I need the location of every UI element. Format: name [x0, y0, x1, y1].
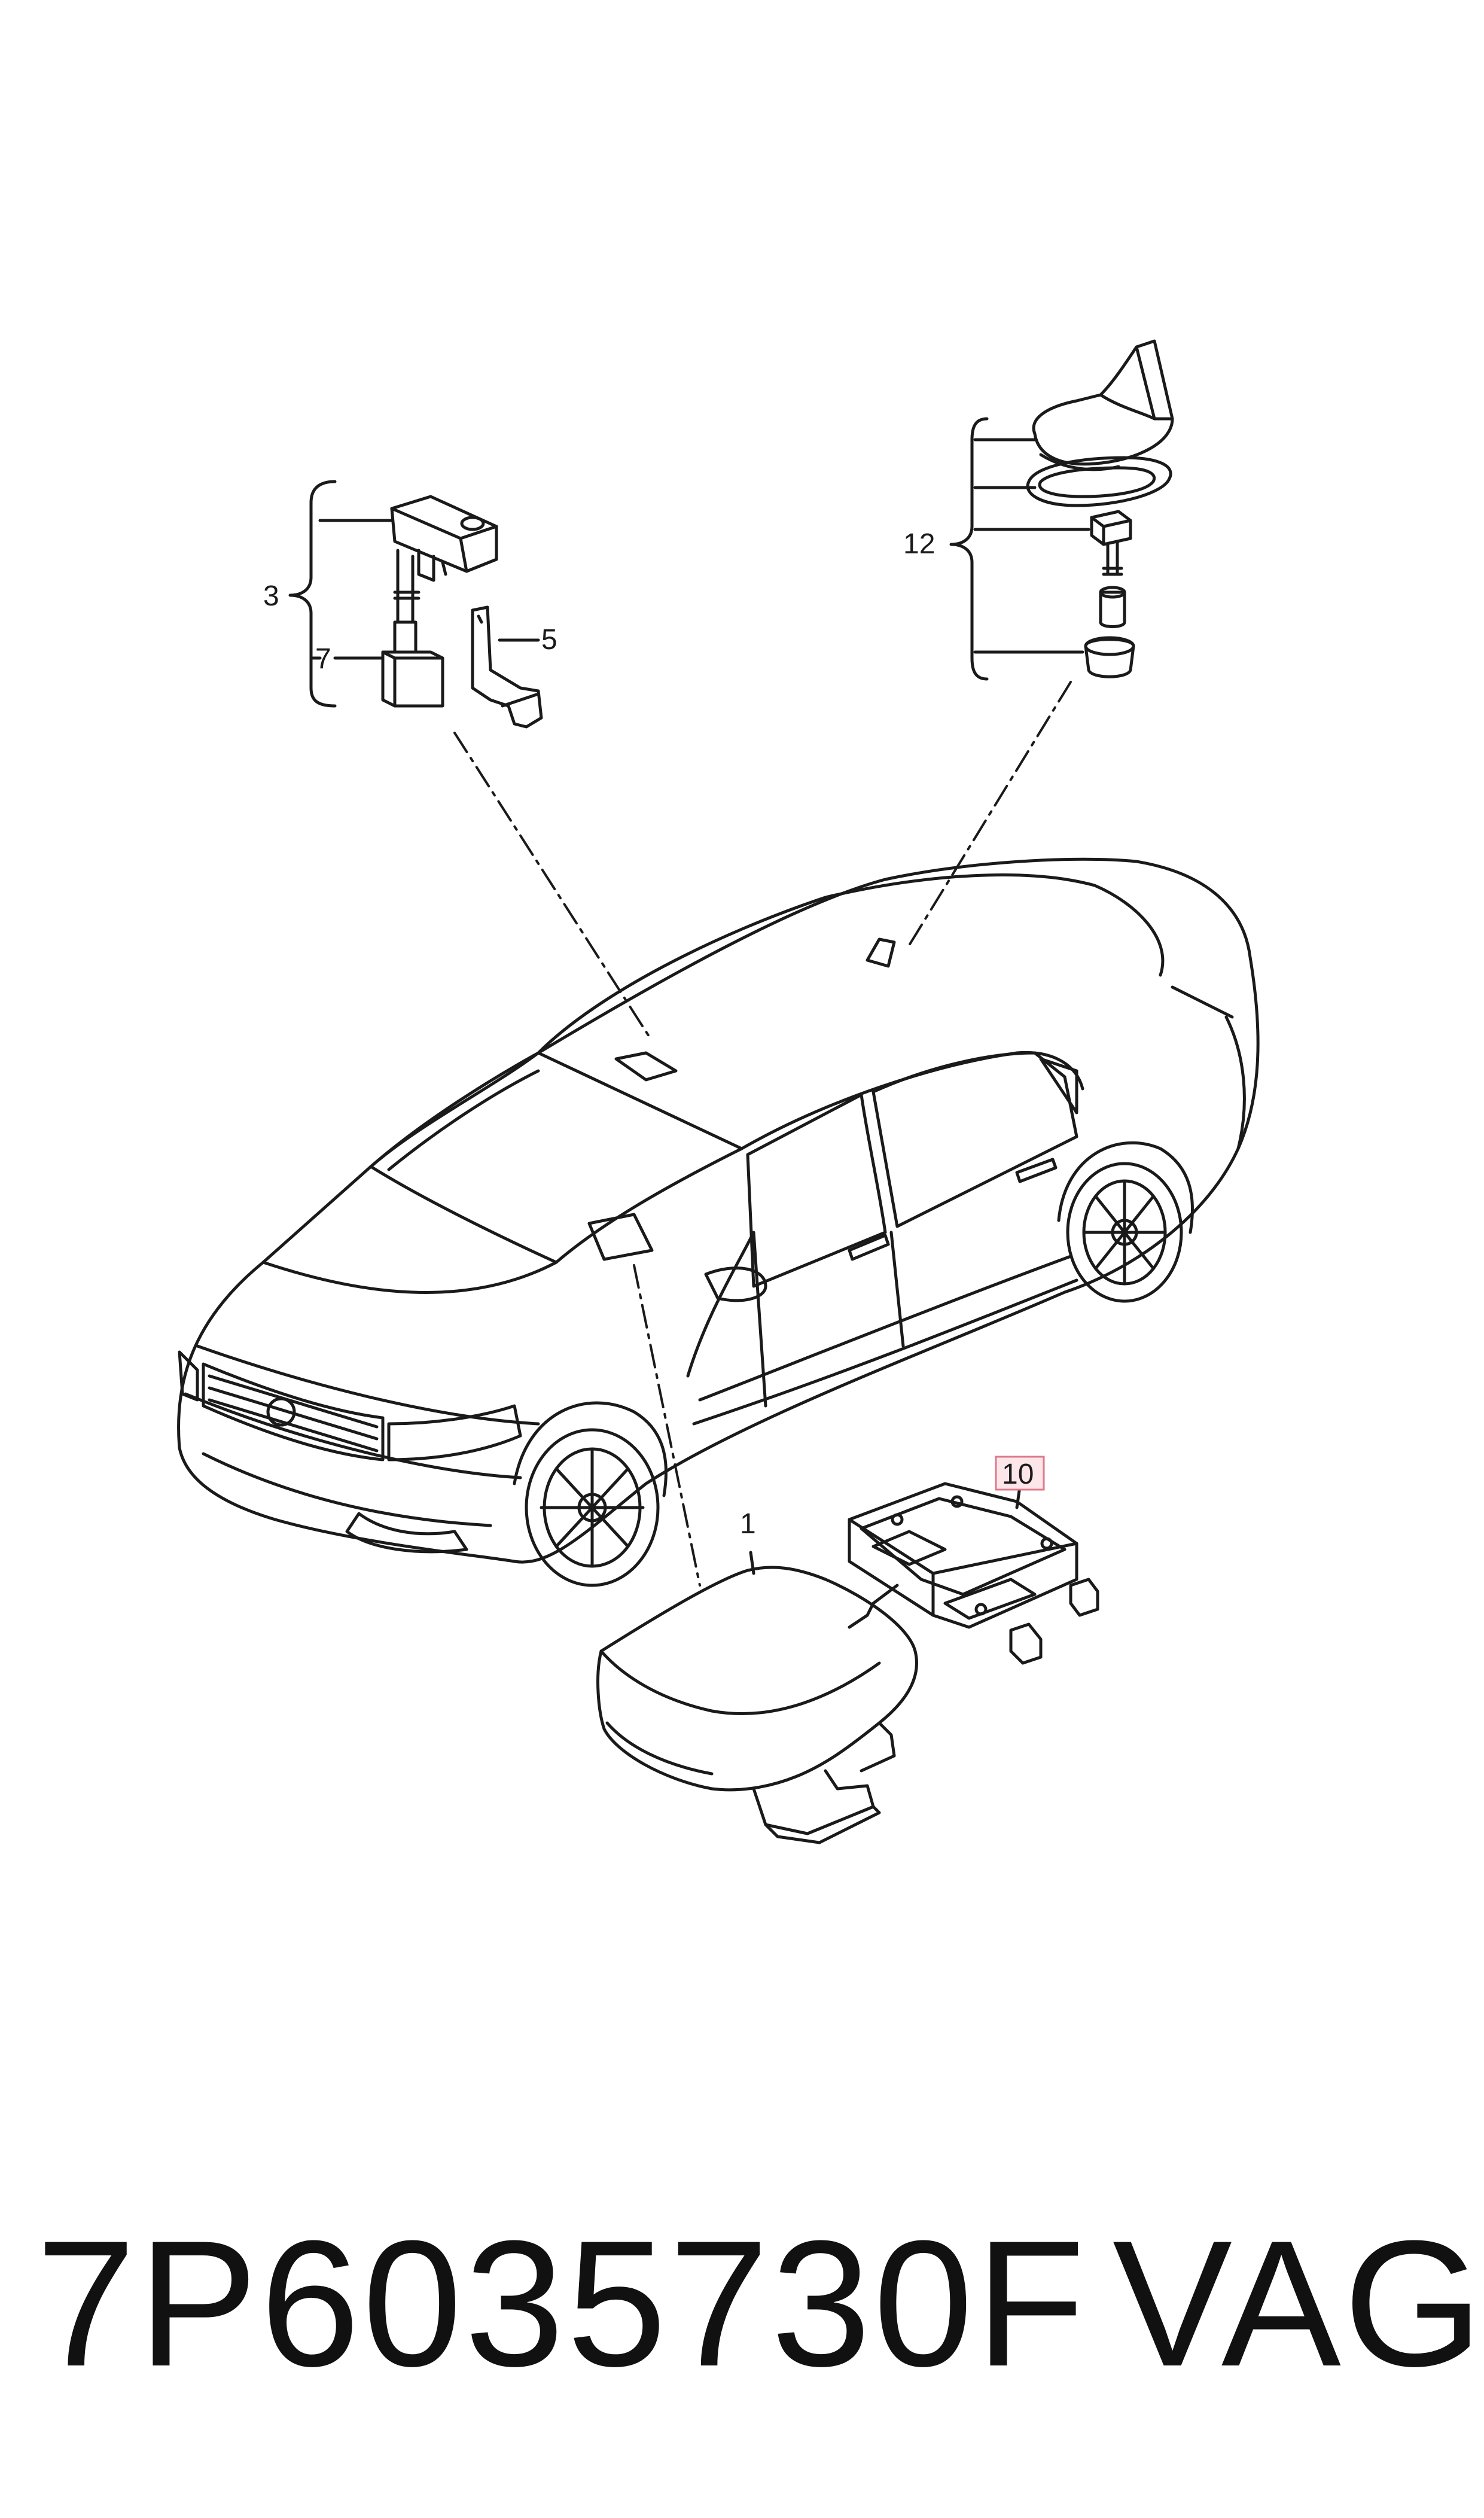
car-illustration [177, 857, 1260, 1587]
component-group-3 [288, 480, 543, 729]
callout-labels: 3 7 5 12 1 10 [263, 528, 1045, 1540]
callout-3: 3 [263, 580, 279, 612]
component-10 [848, 1482, 1099, 1665]
part-number: 7P6035730F [36, 2203, 1088, 2404]
callout-10: 10 [1002, 1459, 1034, 1490]
callout-7: 7 [315, 643, 331, 675]
brand-name: VAG [1113, 2203, 1484, 2404]
callout-12: 12 [903, 528, 935, 560]
component-1 [596, 1551, 918, 1844]
component-group-12 [949, 339, 1174, 681]
callout-10-highlight [995, 1456, 1045, 1491]
callout-5: 5 [541, 624, 557, 656]
leader-lines [453, 681, 1072, 1587]
callout-1: 1 [740, 1508, 756, 1540]
